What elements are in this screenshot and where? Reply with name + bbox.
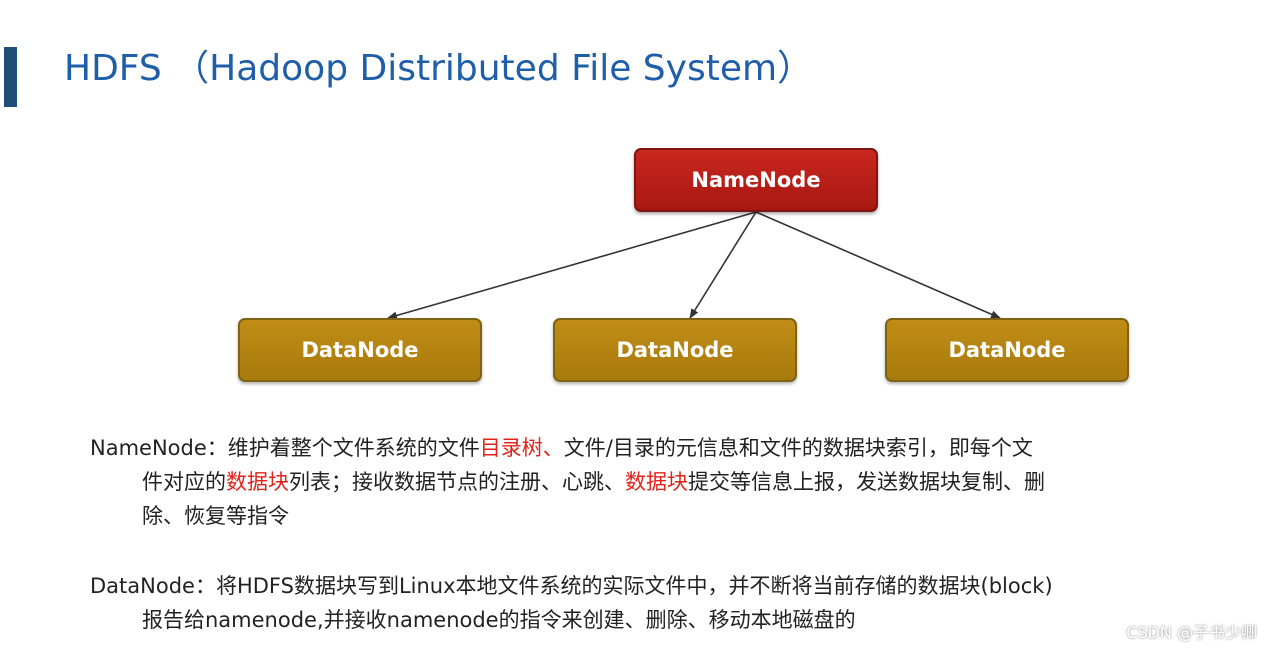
namenode-text-1b: 文件/目录的元信息和文件的数据块索引，即每个文 xyxy=(563,436,1033,460)
datanode-box-2: DataNode xyxy=(553,318,797,382)
namenode-line-2: 件对应的数据块列表；接收数据节点的注册、心跳、数据块提交等信息上报，发送数据块复… xyxy=(90,465,1255,499)
namenode-line-3: 除、恢复等指令 xyxy=(142,504,289,528)
csdn-watermark: CSDN @子书少卿 xyxy=(1126,623,1257,642)
datanode-term: DataNode： xyxy=(90,574,216,598)
page-title: HDFS （Hadoop Distributed File System） xyxy=(64,48,814,89)
datanode-text-1: 将HDFS数据块写到Linux本地文件系统的实际文件中，并不断将当前存储的数据块… xyxy=(215,574,1053,598)
namenode-description: NameNode：维护着整个文件系统的文件目录树、文件/目录的元信息和文件的数据… xyxy=(90,431,1255,533)
namenode-text-2a: 件对应的 xyxy=(142,470,226,494)
arrow-to-datanode-2 xyxy=(689,211,757,319)
datanode-line-2: 报告给namenode,并接收namenode的指令来创建、删除、移动本地磁盘的 xyxy=(142,608,856,632)
namenode-text-2b: 列表；接收数据节点的注册、心跳、 xyxy=(289,470,625,494)
arrow-to-datanode-3 xyxy=(755,211,1001,319)
title-accent-bar xyxy=(4,47,17,107)
namenode-highlight-block-2: 数据块 xyxy=(625,470,688,494)
datanode-box-1: DataNode xyxy=(238,318,482,382)
namenode-term: NameNode： xyxy=(90,436,228,460)
datanode-box-3: DataNode xyxy=(885,318,1129,382)
namenode-box: NameNode xyxy=(634,148,878,212)
namenode-highlight-directory-tree: 目录树、 xyxy=(479,436,564,460)
arrow-to-datanode-1 xyxy=(387,211,757,320)
namenode-text-2c: 提交等信息上报，发送数据块复制、删 xyxy=(688,470,1045,494)
namenode-highlight-block-1: 数据块 xyxy=(226,470,289,494)
namenode-text-1a: 维护着整个文件系统的文件 xyxy=(227,436,480,460)
datanode-description: DataNode：将HDFS数据块写到Linux本地文件系统的实际文件中，并不断… xyxy=(90,569,1255,637)
